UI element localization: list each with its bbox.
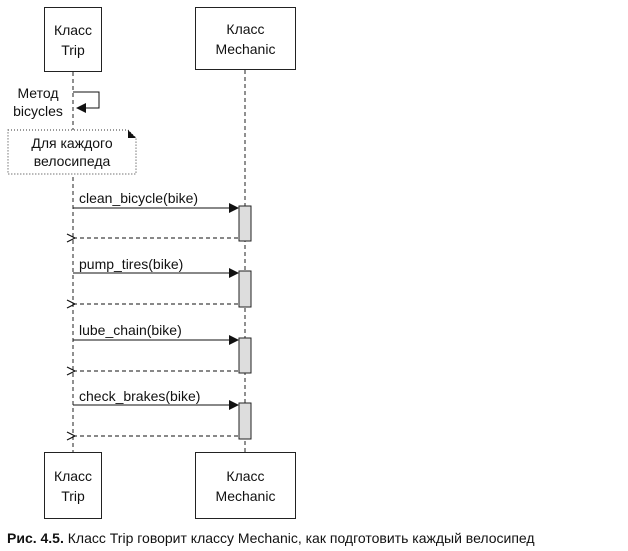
- mechanic-box-bottom-label: Класс Mechanic: [215, 467, 276, 504]
- trip-box-bottom-label: Класс Trip: [53, 467, 93, 504]
- trip-box-top: Класс Trip: [44, 7, 102, 72]
- mechanic-box-top: Класс Mechanic: [195, 7, 296, 70]
- figure-caption-prefix: Рис. 4.5.: [7, 530, 64, 546]
- mechanic-box-bottom: Класс Mechanic: [195, 452, 296, 519]
- activation-bar-4: [238, 402, 252, 440]
- message-label-2: pump_tires(bike): [79, 256, 184, 272]
- trip-box-bottom: Класс Trip: [44, 452, 102, 519]
- activation-bar-1: [238, 205, 252, 242]
- mechanic-box-top-label: Класс Mechanic: [215, 20, 276, 57]
- figure-caption-text: Класс Trip говорит классу Mechanic, как …: [67, 530, 535, 546]
- trip-box-top-label: Класс Trip: [53, 21, 93, 58]
- self-call-label: Метод bicycles: [13, 85, 63, 119]
- message-label-3: lube_chain(bike): [79, 322, 182, 338]
- activation-bar-3: [238, 337, 252, 374]
- loop-note-shape: [7, 129, 137, 175]
- figure-caption: Рис. 4.5. Класс Trip говорит классу Mech…: [7, 529, 535, 547]
- loop-note-text: Для каждого велосипеда: [31, 135, 113, 169]
- activation-bar-2: [238, 270, 252, 308]
- self-call-arrow: [73, 91, 100, 113]
- message-label-4: check_brakes(bike): [79, 388, 201, 404]
- message-label-1: clean_bicycle(bike): [79, 190, 199, 206]
- loop-note-fold: [128, 130, 136, 138]
